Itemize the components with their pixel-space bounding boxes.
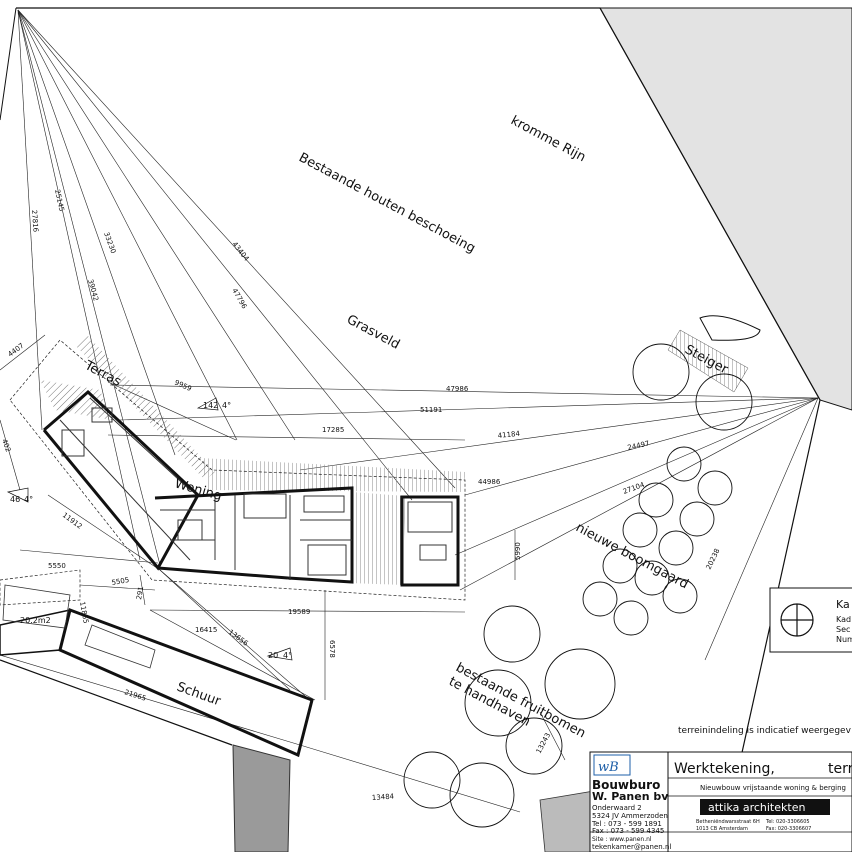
jetty-deck — [667, 329, 749, 393]
dim-11865: 11865 — [78, 601, 90, 624]
dim-44986: 44986 — [478, 478, 501, 486]
dimension-lines — [0, 334, 566, 813]
company-email: tekenkamer@panen.nl — [592, 843, 671, 851]
company-address-2: 5324 JV Ammerzoden — [592, 812, 668, 820]
dim-33230: 33230 — [102, 231, 117, 255]
dim-47796: 47796 — [230, 287, 248, 311]
terrace-west — [75, 336, 215, 480]
company-logo: wB — [593, 754, 631, 776]
svg-text:4°: 4° — [283, 651, 292, 660]
dim-24497: 24497 — [627, 439, 650, 451]
dim-13484: 13484 — [372, 792, 395, 802]
dim-41184: 41184 — [497, 430, 521, 440]
dim-27104: 27104 — [622, 481, 646, 496]
boat — [699, 315, 761, 341]
angle-marker-46: 46 4° — [6, 487, 33, 504]
dim-21965: 21965 — [123, 688, 147, 702]
dim-6578: 6578 — [328, 640, 336, 658]
legend-line-1: Ka — [836, 598, 850, 611]
indicative-note: terreinindeling is indicatief weergegev — [678, 726, 852, 736]
dim-25145: 25145 — [53, 189, 65, 212]
shoring-label: Bestaande houten beschoeing — [296, 150, 478, 256]
dim-17285: 17285 — [322, 426, 344, 434]
road — [232, 744, 291, 852]
terrace-middle — [350, 492, 405, 585]
company-name-1: Bouwburo — [592, 778, 660, 792]
legend-line-4: Num — [836, 635, 852, 644]
angle-marker-142: 142 4° — [196, 397, 231, 411]
drawing-title-2: terrei — [828, 761, 852, 777]
dim-27816: 27816 — [30, 210, 40, 233]
company-tel: Tel : 073 - 599 1891 — [591, 820, 662, 828]
company-fax: Fax : 073 - 599 4345 — [592, 827, 664, 835]
dim-16415: 16415 — [195, 626, 217, 634]
dim-5505: 5505 — [111, 576, 130, 587]
barn — [0, 584, 314, 758]
svg-text:142: 142 — [203, 401, 218, 410]
terrace-south — [200, 458, 465, 492]
svg-text:wB: wB — [598, 760, 619, 775]
svg-text:4°: 4° — [222, 401, 231, 410]
company-name-2: W. Panen bv — [592, 790, 669, 803]
svg-text:20: 20 — [268, 651, 278, 660]
legend-box: Ka Kad Sec Num — [769, 587, 852, 653]
dim-47986: 47986 — [446, 385, 469, 393]
dim-13243: 13243 — [535, 732, 553, 755]
survey-lines-north — [17, 9, 456, 566]
dim-43404: 43404 — [230, 240, 250, 263]
dim-51191: 51191 — [420, 406, 442, 414]
architect-address-1: Betheniëndwarsstraat 6H — [696, 819, 760, 825]
legend-line-3: Sec — [836, 625, 850, 634]
dim-11912: 11912 — [61, 511, 84, 531]
architect-address-2: 1013 CB Amsterdam — [696, 826, 748, 832]
drawing-title: Werktekening, — [674, 761, 775, 777]
road-edge — [539, 789, 606, 852]
architect-name: attika architekten — [708, 801, 805, 814]
architect-tel: Tel: 020-3306605 — [765, 819, 810, 825]
barn-area-label: 20.2m2 — [20, 616, 51, 625]
company-site: Site : www.panen.nl — [592, 836, 652, 843]
company-address-1: Onderwaard 2 — [592, 804, 642, 812]
dim-5990: 5990 — [514, 542, 522, 560]
dim-39042: 39042 — [86, 278, 100, 302]
trees — [403, 343, 753, 828]
architect-fax: Fax: 020-3306607 — [766, 826, 811, 832]
road-line — [0, 659, 233, 746]
plot-boundary-west — [0, 7, 17, 121]
angle-marker-20: 20 4° — [266, 647, 293, 661]
lawn-label: Grasveld — [344, 312, 402, 352]
svg-text:4°: 4° — [24, 495, 33, 504]
svg-text:46: 46 — [10, 495, 20, 504]
dim-291: 291 — [135, 586, 145, 601]
dim-9959: 9959 — [173, 379, 193, 394]
legend-line-2: Kad — [836, 615, 851, 624]
river-area — [599, 7, 852, 411]
dim-20238: 20238 — [705, 547, 722, 571]
dim-13656: 13656 — [227, 628, 250, 648]
house-interior — [59, 397, 453, 580]
terrace-outline — [0, 339, 466, 606]
dim-4407: 4407 — [6, 342, 25, 359]
dim-5550: 5550 — [48, 562, 66, 570]
house-walls — [42, 389, 460, 587]
dim-19589: 19589 — [288, 608, 310, 616]
title-block: wB Bouwburo W. Panen bv Onderwaard 2 532… — [589, 751, 852, 852]
dim-402: 402 — [0, 438, 12, 453]
river-label: kromme Rijn — [508, 113, 588, 165]
terrace-west-inner — [40, 380, 112, 420]
project-description: Nieuwbouw vrijstaande woning & berging — [700, 784, 846, 792]
survey-lines-east — [109, 384, 819, 661]
